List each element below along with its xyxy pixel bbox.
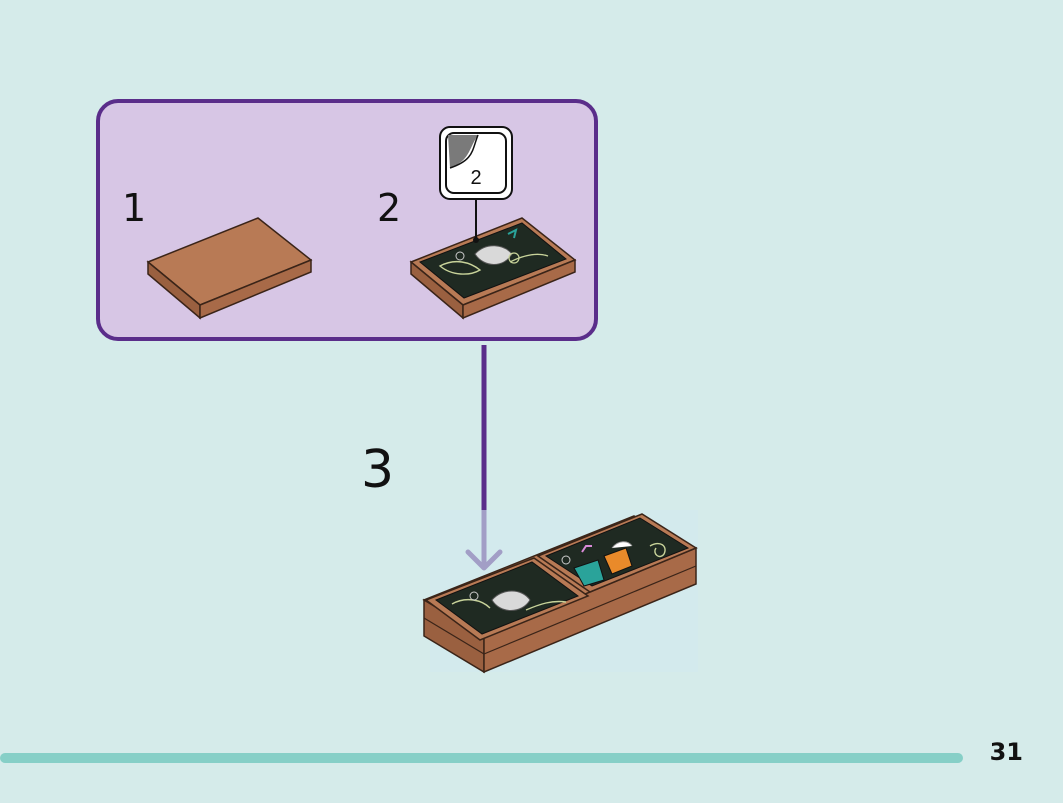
- main-step-number: 3: [361, 440, 395, 500]
- decorated-tile-croissant: [409, 217, 577, 320]
- page-number: 31: [989, 738, 1023, 766]
- substep-number-1: 1: [122, 186, 147, 230]
- plain-brown-tile: [146, 217, 313, 320]
- assembled-model: [422, 510, 698, 674]
- progress-bar: [0, 753, 963, 763]
- sticker-sheet-number: 2: [470, 167, 482, 189]
- sticker-callout: [439, 126, 513, 243]
- substep-number-2: 2: [377, 186, 402, 230]
